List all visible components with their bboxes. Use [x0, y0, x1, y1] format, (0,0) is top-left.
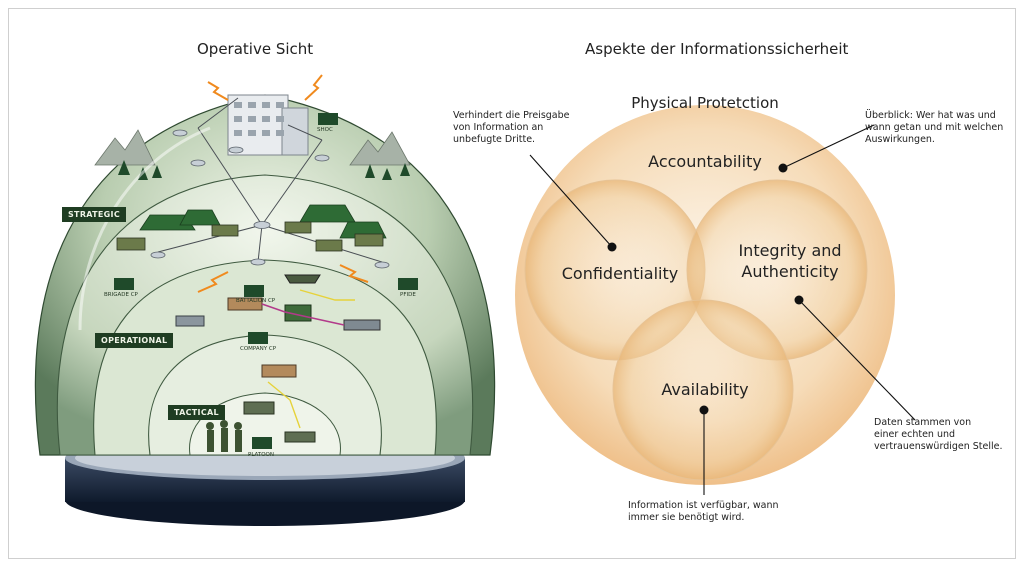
note-integrity: Daten stammen von einer echten und vertr… [874, 417, 1003, 452]
availability-label: Availability [661, 380, 749, 399]
node-platoon: PLATOON [248, 452, 274, 458]
note-confidentiality: Verhindert die Preisgabe von Information… [453, 110, 570, 145]
integrity-label: Integrity and Authenticity [738, 241, 842, 281]
node-company-cp: COMPANY CP [240, 346, 277, 352]
node-battalion-cp: BATTALION CP [236, 298, 276, 304]
mountain-left [94, 129, 156, 166]
mountain-right [349, 131, 411, 166]
physical-protection-label: Physical Protetction [631, 94, 779, 112]
node-brigade-cp: BRIGADE CP [104, 292, 138, 298]
right-title: Aspekte der Informationssicherheit [585, 40, 849, 58]
confidentiality-label: Confidentiality [561, 264, 679, 283]
note-availability: Information ist verfügbar, wann immer si… [628, 500, 779, 523]
node-shoc: SHOC [317, 127, 333, 133]
accountability-label: Accountability [648, 152, 762, 171]
note-accountability: Überblick: Wer hat was und wann getan un… [865, 110, 1004, 145]
operational-units [114, 274, 418, 331]
strategic-vehicles [116, 221, 384, 252]
callout-lines [529, 124, 916, 495]
shoc-flag [318, 113, 338, 125]
hq-building [227, 94, 309, 156]
callout-dots [607, 163, 804, 415]
network-nodes [150, 129, 390, 269]
level-strategic: STRATEGIC [62, 207, 126, 222]
availability-circle [612, 299, 794, 481]
lightning-links [197, 74, 369, 293]
level-operational: OPERATIONAL [95, 333, 174, 348]
tactical-units [206, 332, 316, 452]
left-title: Operative Sicht [197, 40, 314, 58]
level-tactical: TACTICAL [168, 405, 225, 420]
node-pfide: PFIDE [400, 292, 416, 298]
